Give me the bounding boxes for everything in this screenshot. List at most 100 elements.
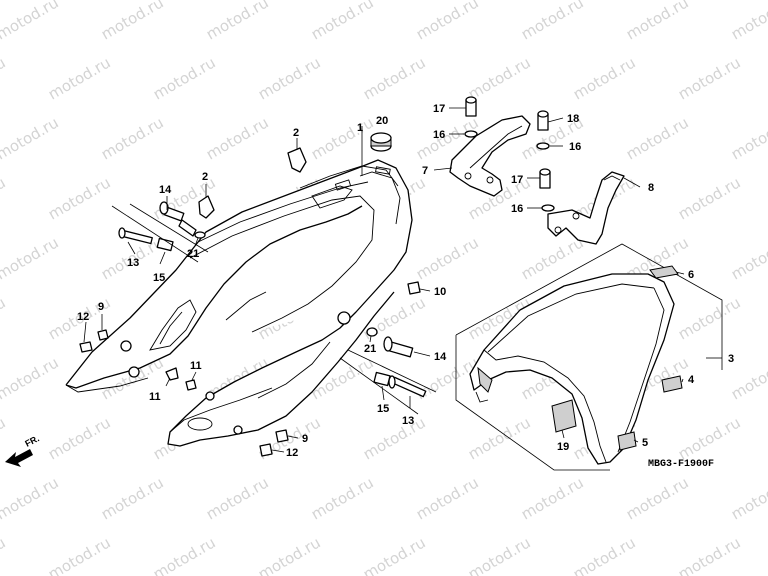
watermark-text: motod.ru (0, 0, 62, 43)
callout-13-left: 13 (127, 257, 139, 269)
pad-5 (617, 431, 637, 451)
watermark-text: motod.ru (728, 0, 768, 43)
diagram-code: MBG3-F1900F (648, 459, 714, 470)
watermark-text: motod.ru (0, 233, 62, 283)
watermark-text: motod.ru (728, 113, 768, 163)
watermark-text: motod.ru (255, 53, 324, 103)
callout-16-lower: 16 (511, 203, 523, 215)
callout-11-right: 11 (190, 360, 202, 372)
callout-7: 7 (422, 165, 428, 177)
callout-17-lower: 17 (511, 174, 523, 186)
callout-12-lower: 12 (286, 447, 298, 459)
watermark-text: motod.ru (360, 413, 429, 463)
watermark-text: motod.ru (570, 533, 639, 576)
callout-20: 20 (376, 115, 388, 127)
watermark-text: motod.ru (0, 353, 62, 403)
watermark-text: motod.ru (0, 113, 62, 163)
callout-2-lower: 2 (202, 171, 208, 183)
callout-21-right: 21 (364, 343, 376, 355)
callout-6: 6 (688, 269, 694, 281)
watermark-text: motod.ru (150, 53, 219, 103)
callout-21-left: 21 (187, 248, 199, 260)
pad-19 (551, 399, 577, 433)
watermark-text: motod.ru (0, 413, 9, 463)
watermark-text: motod.ru (413, 473, 482, 523)
watermark-text: motod.ru (203, 0, 272, 43)
watermark-text: motod.ru (308, 0, 377, 43)
watermark-text: motod.ru (413, 0, 482, 43)
watermark-text: motod.ru (98, 113, 167, 163)
watermark-text: motod.ru (675, 533, 744, 576)
callout-14-lower: 14 (434, 351, 447, 363)
watermark-text: motod.ru (675, 413, 744, 463)
watermark-text: motod.ru (518, 0, 587, 43)
watermark-text: motod.ru (0, 293, 9, 343)
watermark-text: motod.ru (45, 533, 114, 576)
watermark-text: motod.ru (728, 473, 768, 523)
watermark-text: motod.ru (675, 53, 744, 103)
watermark-text: motod.ru (570, 53, 639, 103)
watermark-text: motod.ru (465, 413, 534, 463)
watermark-text: motod.ru (675, 293, 744, 343)
watermark-text: motod.ru (0, 53, 9, 103)
callout-14-upper: 14 (159, 184, 172, 196)
callout-12-left: 12 (77, 311, 89, 323)
watermark-text: motod.ru (623, 473, 692, 523)
watermark-text: motod.ru (308, 113, 377, 163)
front-direction-indicator: FR. (5, 433, 41, 467)
watermark-text: motod.ru (728, 233, 768, 283)
watermark-text: motod.ru (98, 473, 167, 523)
callout-16-right: 16 (569, 141, 581, 153)
callout-13-lower: 13 (402, 415, 414, 427)
callout-11-left: 11 (149, 391, 161, 403)
watermark-text: motod.ru (45, 173, 114, 223)
watermark-text: motod.ru (308, 473, 377, 523)
watermark-text: motod.ru (465, 533, 534, 576)
callout-19: 19 (557, 441, 569, 453)
front-label: FR. (23, 433, 40, 448)
watermark-text: motod.ru (518, 233, 587, 283)
grab-rails (449, 96, 625, 245)
callout-5: 5 (642, 437, 648, 449)
callout-9-lower: 9 (302, 433, 308, 445)
rear-cowl (65, 159, 413, 447)
watermark-text: motod.ru (0, 173, 9, 223)
callout-4: 4 (688, 374, 695, 386)
callout-15-left: 15 (153, 272, 165, 284)
watermark-text: motod.ru (203, 113, 272, 163)
watermark-text: motod.ru (623, 113, 692, 163)
callout-17-upper: 17 (433, 103, 445, 115)
watermark-text: motod.ru (98, 0, 167, 43)
pad-6 (649, 265, 679, 279)
callout-8: 8 (648, 182, 654, 194)
guide-lines-left (111, 203, 437, 415)
callout-9-left: 9 (98, 301, 104, 313)
callout-18: 18 (567, 113, 579, 125)
watermark-text: motod.ru (45, 53, 114, 103)
watermark-text: motod.ru (623, 0, 692, 43)
callout-16-left: 16 (433, 129, 445, 141)
watermark-text: motod.ru (675, 173, 744, 223)
fastener-parts-left (79, 132, 427, 457)
watermark-text: motod.ru (45, 413, 114, 463)
callout-labels: 1 2 2 3 4 5 6 7 8 9 9 10 11 11 12 12 13 … (77, 103, 734, 459)
callout-10: 10 (434, 286, 446, 298)
callout-1: 1 (357, 122, 363, 134)
watermark-text: motod.ru (465, 53, 534, 103)
leader-lines (83, 107, 722, 453)
watermark-text: motod.ru (360, 533, 429, 576)
watermark-text: motod.ru (360, 53, 429, 103)
watermark-text: motod.ru (518, 473, 587, 523)
watermark-text: motod.ru (203, 473, 272, 523)
pad-4 (661, 375, 683, 393)
callout-2-upper: 2 (293, 127, 299, 139)
watermark-text: motod.ru (0, 533, 9, 576)
watermark-text: motod.ru (0, 473, 62, 523)
callout-15-lower: 15 (377, 403, 389, 415)
callout-3: 3 (728, 353, 734, 365)
watermark-text: motod.ru (150, 533, 219, 576)
watermark-text: motod.ru (413, 233, 482, 283)
watermark-text: motod.ru (255, 533, 324, 576)
seat-cowl (455, 243, 723, 471)
